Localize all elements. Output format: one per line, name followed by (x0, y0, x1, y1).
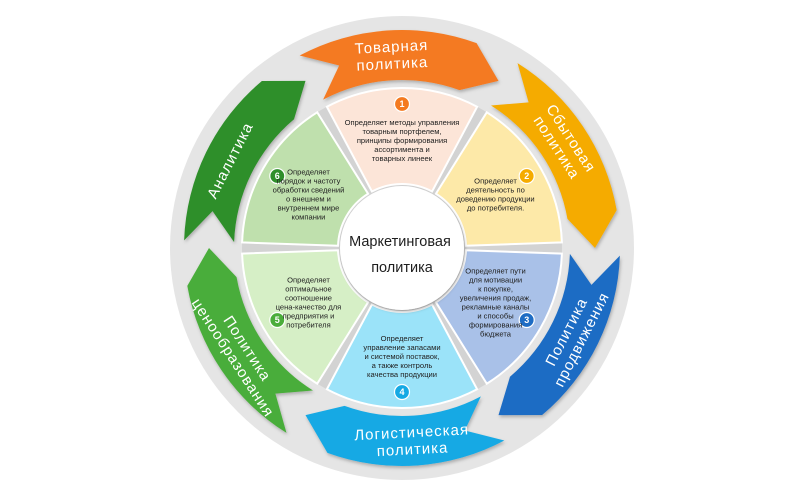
segment-4 (325, 303, 479, 409)
segment-text-line: Определяет методы управления (345, 118, 460, 127)
segment-badge-6 (269, 167, 286, 185)
arrow-label-line: политика (356, 54, 429, 75)
segment-text-line: качества продукции (367, 370, 437, 379)
segment-text-line: компании (292, 213, 326, 222)
segment-badge-number: 3 (524, 315, 529, 325)
segment-text-line: рекламные каналы (462, 303, 530, 312)
segment-badge-3 (518, 311, 535, 329)
arrow-3 (498, 253, 620, 416)
segment-text-line: увеличения продаж, (460, 294, 531, 303)
segment-text-line: управление запасами (363, 343, 440, 352)
segment-text-line: Определяет (287, 276, 330, 285)
segment-text-line: Определяет (287, 168, 330, 177)
segment-text-line: товарных линеек (372, 154, 433, 163)
segment-badge-number: 6 (275, 171, 280, 181)
segment-text-line: предприятия и (283, 312, 335, 321)
segment-text-line: соотношение (285, 294, 332, 303)
segment-2 (434, 110, 563, 247)
segment-text-line: для мотивации (469, 276, 522, 285)
segment-text-line: и способы (477, 312, 513, 321)
segment-text-line: деятельность по (466, 186, 525, 195)
arrow-6 (184, 80, 306, 243)
center-title: Маркетинговая политика (349, 234, 455, 276)
segment-badge-1 (393, 95, 411, 113)
segment-text-line: Определяет (381, 334, 424, 343)
segment-6 (241, 110, 370, 247)
segment-text-line: внутреннем мире (278, 204, 340, 213)
segment-text-line: а также контроль (372, 361, 433, 370)
segment-text-line: доведению продукции (456, 195, 534, 204)
arrow-1 (299, 30, 499, 100)
segment-text-line: принципы формирования (357, 136, 447, 145)
segment-3 (434, 249, 563, 386)
segment-text-line: и системой поставок, (365, 352, 440, 361)
segment-5 (241, 249, 370, 386)
segment-text-line: Определяет (474, 177, 517, 186)
segment-text-line: цена-качество для (276, 303, 342, 312)
segment-badge-4 (393, 383, 411, 401)
segment-badge-5 (269, 311, 286, 329)
segment-text-line: потребителя (286, 321, 331, 330)
arrow-4 (305, 396, 505, 466)
arrow-label-line: политика (376, 439, 449, 460)
center-title-line2: политика (371, 260, 434, 276)
segment-badge-number: 1 (399, 99, 404, 109)
segment-text-line: обработки сведений (273, 186, 345, 195)
arrow-label-line: Логистическая (354, 421, 470, 444)
segment-text-line: к покупке, (478, 285, 513, 294)
segment-badge-2 (518, 167, 535, 185)
segment-text-line: оптимальное (285, 285, 332, 294)
segment-text-line: до потребителя. (467, 204, 524, 213)
segment-text-line: формирования (469, 321, 522, 330)
segment-badge-number: 2 (524, 171, 529, 181)
center-title-line1: Маркетинговая (349, 234, 451, 250)
segment-text-line: товарным портфелем, (362, 127, 441, 136)
arrow-2 (491, 63, 617, 248)
segment-badge-number: 5 (275, 315, 280, 325)
segment-text-line: Определяет пути (465, 267, 525, 276)
segment-text-line: ассортимента и (374, 145, 430, 154)
segment-1 (325, 87, 479, 193)
center-circle (340, 186, 464, 310)
segment-badge-number: 4 (399, 387, 404, 397)
arrow-label-line: Товарная (354, 37, 428, 58)
segment-text-line: о внешнем и (286, 195, 331, 204)
arrow-5 (187, 248, 313, 433)
segment-text-line: порядок и частоту (277, 177, 341, 186)
policy-arrows (184, 30, 620, 466)
segment-text-line: бюджета (480, 330, 512, 339)
